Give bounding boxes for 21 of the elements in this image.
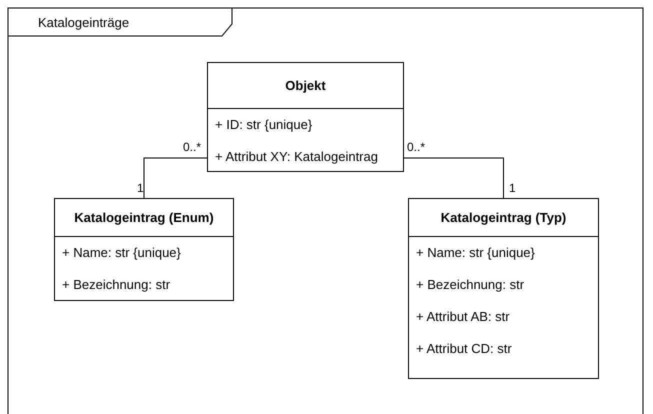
- class-name: Objekt: [285, 76, 326, 95]
- attribute-text: + Attribut AB: str: [416, 308, 510, 326]
- class-box: [54, 198, 234, 301]
- attribute-text: + Bezeichnung: str: [416, 276, 524, 294]
- attribute-text: + Attribut CD: str: [416, 340, 512, 358]
- class-name: Katalogeintrag (Typ): [440, 208, 566, 227]
- attribute-text: + Bezeichnung: str: [62, 276, 170, 294]
- association-line: [404, 158, 504, 198]
- multiplicity-label: 0..*: [407, 141, 426, 153]
- attribute-text: + Name: str {unique}: [62, 244, 181, 262]
- association-line: [144, 158, 208, 198]
- class-name: Katalogeintrag (Enum): [74, 208, 214, 227]
- attribute-text: + Attribut XY: Katalogeintrag: [215, 148, 378, 166]
- attribute-text: + Name: str {unique}: [416, 244, 535, 262]
- class-box: [207, 62, 404, 172]
- attribute-text: + ID: str {unique}: [215, 116, 312, 134]
- class-box: [408, 198, 599, 379]
- multiplicity-label: 1: [509, 182, 516, 194]
- multiplicity-label: 1: [137, 182, 144, 194]
- frame-title: Katalogeinträge: [38, 16, 130, 29]
- multiplicity-label: 0..*: [183, 141, 202, 153]
